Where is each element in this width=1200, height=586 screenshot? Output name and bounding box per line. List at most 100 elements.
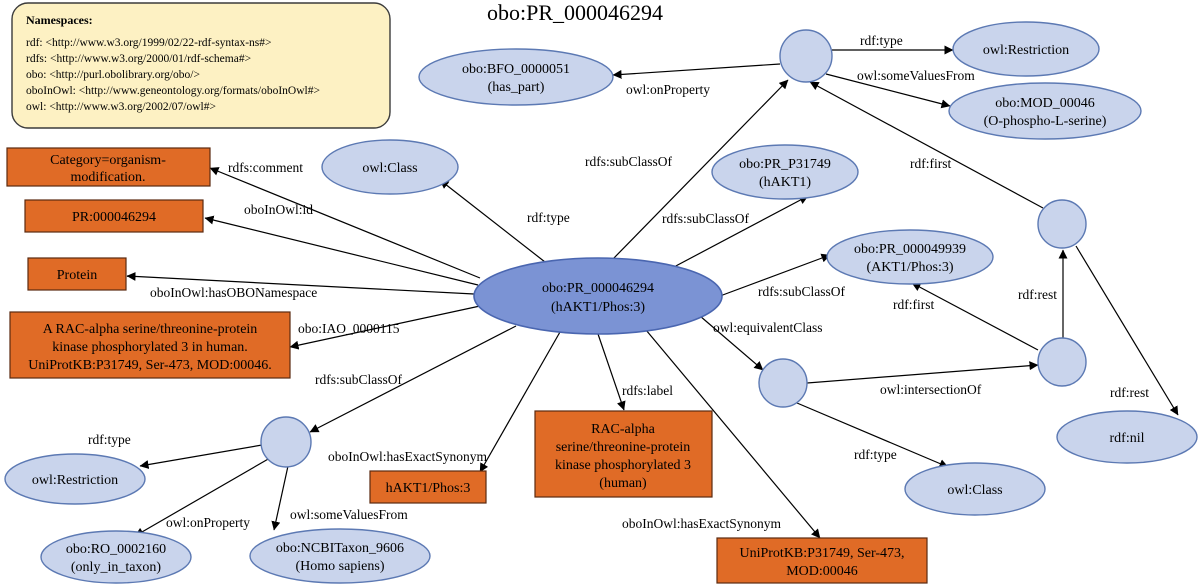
literal-synonym-uniprot[interactable]: UniProtKB:P31749, Ser-473, MOD:00046 [716, 537, 928, 584]
namespaces-heading: Namespaces: [26, 13, 93, 27]
node-main-line2: (hAKT1/Phos:3) [551, 300, 645, 315]
svg-text:obo:MOD_00046: obo:MOD_00046 [995, 96, 1095, 111]
edge-subclass-49939 [719, 253, 831, 297]
edge-label-has-obo-namespace: oboInOwl:hasOBONamespace [150, 285, 317, 300]
namespace-line: rdfs: <http://www.w3.org/2000/01/rdf-sch… [26, 53, 251, 65]
svg-text:Category=organism-: Category=organism- [50, 153, 166, 168]
node-ncbi[interactable]: obo:NCBITaxon_9606 (Homo sapiens) [249, 528, 431, 584]
svg-text:(human): (human) [599, 476, 647, 491]
literal-definition[interactable]: A RAC-alpha serine/threonine-protein kin… [9, 311, 291, 379]
literal-pr-id[interactable]: PR:000046294 [24, 199, 204, 233]
svg-text:serine/threonine-protein: serine/threonine-protein [556, 440, 691, 455]
edge-rdf-first-top [809, 81, 1044, 209]
edge-has-obo-namespace [126, 271, 475, 295]
literal-synonym-hakt1[interactable]: hAKT1/Phos:3 [369, 470, 487, 504]
edge-iao [289, 305, 481, 350]
edge-equivalent-class [699, 315, 764, 371]
edge-rdfs-label [597, 333, 626, 411]
blank-node-list-head[interactable] [1037, 337, 1087, 387]
svg-text:owl:Class: owl:Class [362, 161, 417, 176]
node-pr-49939[interactable]: obo:PR_000049939 (AKT1/Phos:3) [826, 229, 994, 285]
edge-label-iao: obo:IAO_0000115 [298, 321, 400, 336]
svg-text:rdf:nil: rdf:nil [1110, 431, 1145, 446]
svg-text:Protein: Protein [57, 268, 97, 283]
svg-text:RAC-alpha: RAC-alpha [591, 422, 656, 437]
svg-text:UniProtKB:P31749, Ser-473,: UniProtKB:P31749, Ser-473, [739, 546, 904, 561]
literal-label[interactable]: RAC-alpha serine/threonine-protein kinas… [534, 410, 713, 498]
namespace-line: oboInOwl: <http://www.geneontology.org/f… [26, 85, 320, 97]
edge-label-rdf-first-top: rdf:first [910, 156, 951, 171]
edge-rdf-first-mid [911, 282, 1039, 351]
node-restriction-bottom[interactable]: owl:Restriction [4, 453, 146, 505]
edge-label-rdfs-comment: rdfs:comment [228, 160, 303, 175]
blank-node-restriction-bottom[interactable] [260, 416, 312, 468]
node-ro[interactable]: obo:RO_0002160 (only_in_taxon) [40, 530, 192, 584]
svg-text:hAKT1/Phos:3: hAKT1/Phos:3 [386, 481, 471, 496]
namespaces-box: Namespaces: rdf: <http://www.w3.org/1999… [11, 2, 391, 129]
edge-label-rdfs-label: rdfs:label [622, 383, 673, 398]
edge-label-equivalent-class: owl:equivalentClass [713, 320, 822, 335]
svg-text:(only_in_taxon): (only_in_taxon) [71, 560, 162, 575]
edge-label-on-property-bottom: owl:onProperty [166, 515, 250, 530]
edge-exact-syn2 [645, 329, 821, 539]
edge-label-oboinowl-id: oboInOwl:id [244, 202, 313, 217]
literal-protein[interactable]: Protein [27, 257, 127, 291]
svg-text:obo:NCBITaxon_9606: obo:NCBITaxon_9606 [276, 541, 404, 556]
edge-label-subclass-bottom: rdfs:subClassOf [315, 372, 403, 387]
namespace-line: rdf: <http://www.w3.org/1999/02/22-rdf-s… [26, 37, 272, 49]
blank-node-list-rest[interactable] [1037, 199, 1087, 249]
edge-label-rdf-type-top: rdf:type [860, 33, 903, 48]
literal-category[interactable]: Category=organism- modification. [6, 147, 211, 187]
edge-label-rdf-type-main: rdf:type [527, 210, 570, 225]
edge-label-exact-syn1: oboInOwl:hasExactSynonym [328, 449, 487, 464]
node-pr-p31749[interactable]: obo:PR_P31749 (hAKT1) [711, 144, 859, 200]
svg-text:A RAC-alpha serine/threonine-p: A RAC-alpha serine/threonine-protein [43, 322, 258, 337]
svg-text:obo:PR_P31749: obo:PR_P31749 [739, 157, 831, 172]
node-owl-class-bottom[interactable]: owl:Class [904, 462, 1046, 516]
svg-text:(AKT1/Phos:3): (AKT1/Phos:3) [866, 260, 953, 275]
edge-rdf-type-bottom [796, 402, 949, 468]
edge-subclass-p31749 [671, 195, 809, 269]
edge-subclass-bottom [309, 325, 517, 433]
edge-label-rdf-rest-bottom: rdf:rest [1110, 385, 1149, 400]
svg-text:owl:Restriction: owl:Restriction [32, 473, 118, 488]
node-rdf-nil[interactable]: rdf:nil [1056, 410, 1198, 464]
edge-labels: rdfs:comment oboInOwl:id oboInOwl:hasOBO… [88, 33, 1149, 531]
node-bfo[interactable]: obo:BFO_0000051 (has_part) [418, 48, 614, 106]
svg-text:modification.: modification. [70, 170, 145, 185]
node-main[interactable]: obo:PR_000046294 (hAKT1/Phos:3) [473, 257, 723, 335]
svg-text:kinase phosphorylated 3: kinase phosphorylated 3 [555, 458, 691, 473]
edge-label-some-values-top: owl:someValuesFrom [857, 68, 975, 83]
node-main-line1: obo:PR_000046294 [542, 281, 654, 296]
svg-text:obo:RO_0002160: obo:RO_0002160 [66, 542, 166, 557]
edge-rdf-type-left [139, 444, 263, 469]
svg-text:(hAKT1): (hAKT1) [759, 175, 811, 190]
nodes: obo:PR_000046294 (hAKT1/Phos:3) obo:BFO_… [4, 21, 1198, 584]
node-mod[interactable]: obo:MOD_00046 (O-phospho-L-serine) [948, 82, 1142, 140]
namespace-line: owl: <http://www.w3.org/2002/07/owl#> [26, 101, 216, 113]
svg-text:obo:BFO_0000051: obo:BFO_0000051 [462, 62, 570, 77]
edge-rdf-rest-bottom [1075, 245, 1179, 416]
node-restriction-top[interactable]: owl:Restriction [952, 21, 1100, 77]
blank-node-restriction-top[interactable] [779, 29, 833, 83]
svg-text:(O-phospho-L-serine): (O-phospho-L-serine) [984, 114, 1107, 129]
blank-node-equivalent-class[interactable] [758, 358, 808, 408]
edge-label-intersection-of: owl:intersectionOf [880, 382, 982, 397]
edge-some-values-bottom [271, 465, 289, 531]
edge-label-rdf-first-mid: rdf:first [893, 297, 934, 312]
svg-text:MOD:00046: MOD:00046 [786, 564, 858, 579]
diagram-title: obo:PR_000046294 [487, 0, 663, 25]
edge-label-rdf-type-bottom: rdf:type [854, 447, 897, 462]
node-owl-class-top[interactable]: owl:Class [321, 139, 459, 195]
edge-on-property-top [612, 63, 781, 79]
svg-text:UniProtKB:P31749, Ser-473, MOD: UniProtKB:P31749, Ser-473, MOD:00046. [28, 358, 272, 373]
edge-label-subclass-49939: rdfs:subClassOf [758, 284, 846, 299]
edge-intersection-of [806, 361, 1039, 384]
edge-label-subclass-p31749: rdfs:subClassOf [662, 211, 750, 226]
edge-label-exact-syn2: oboInOwl:hasExactSynonym [622, 516, 781, 531]
edge-rdfs-comment [209, 167, 481, 279]
edge-label-rdf-rest-mid: rdf:rest [1018, 287, 1057, 302]
edge-oboinowl-id [204, 215, 479, 286]
edge-label-on-property-top: owl:onProperty [626, 82, 710, 97]
